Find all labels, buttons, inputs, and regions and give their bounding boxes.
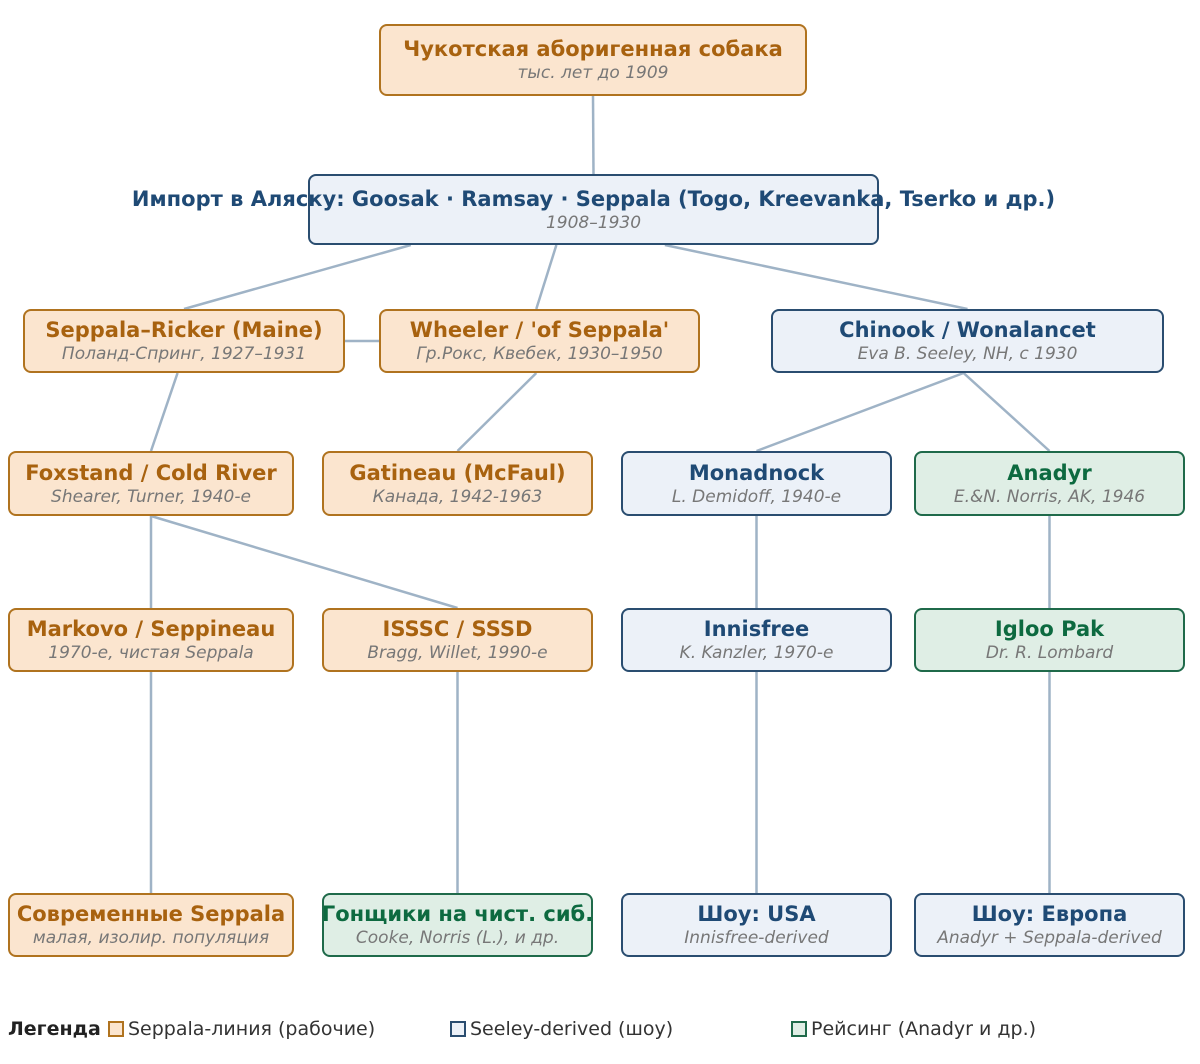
legend-label: Seeley-derived (шоу) [470, 1018, 674, 1040]
node-foxstand: Foxstand / Cold River Shearer, Turner, 1… [8, 451, 294, 516]
edge-wheeler-gatineau [456, 372, 538, 452]
legend-label: Seppala-линия (рабочие) [128, 1018, 376, 1040]
node-title: Foxstand / Cold River [25, 460, 277, 485]
legend-item-seeley: Seeley-derived (шоу) [450, 1016, 673, 1042]
node-subtitle: Shearer, Turner, 1940-е [51, 486, 251, 507]
node-subtitle: L. Demidoff, 1940-е [671, 486, 842, 507]
node-chukotka: Чукотская аборигенная собака тыс. лет до… [379, 24, 807, 96]
node-subtitle: 1970-е, чистая Seppala [48, 643, 254, 663]
node-subtitle: Innisfree-derived [684, 928, 829, 948]
edge-chinook-anadyr [962, 372, 1051, 452]
node-subtitle: Eva B. Seeley, NH, с 1930 [857, 344, 1078, 364]
edge-seppala_ricker-foxstand [149, 372, 179, 452]
node-show-europe: Шоу: Европа Anadyr + Seppala-derived [914, 893, 1185, 957]
node-show-usa: Шоу: USA Innisfree-derived [621, 893, 892, 957]
node-seppala-ricker: Seppala–Ricker (Maine) Поланд-Спринг, 19… [23, 309, 345, 373]
node-racers: Гонщики на чист. сиб. Cooke, Norris (L.)… [322, 893, 593, 957]
legend-label: Рейсинг (Anadyr и др.) [811, 1018, 1037, 1040]
node-subtitle: Канада, 1942-1963 [372, 486, 543, 507]
node-title: Markovo / Seppineau [26, 617, 276, 641]
node-igloo-pak: Igloo Pak Dr. R. Lombard [914, 608, 1185, 672]
node-anadyr: Anadyr E.&N. Norris, AK, 1946 [914, 451, 1185, 516]
node-title: Гонщики на чист. сиб. [321, 902, 594, 926]
node-chinook: Chinook / Wonalancet Eva B. Seeley, NH, … [771, 309, 1164, 373]
legend-title: Легенда [8, 1018, 101, 1040]
node-monadnock: Monadnock L. Demidoff, 1940-е [621, 451, 892, 516]
node-subtitle: 1908–1930 [545, 212, 642, 233]
legend-swatch-icon [791, 1021, 807, 1037]
node-subtitle: Bragg, Willet, 1990-е [367, 643, 548, 663]
node-subtitle: Anadyr + Seppala-derived [937, 928, 1162, 948]
legend: Легенда Seppala-линия (рабочие) Seeley-d… [8, 1016, 1188, 1042]
node-title: Импорт в Аляску: Goosak · Ramsay · Seppa… [131, 186, 1056, 211]
node-title: Wheeler / 'of Seppala' [409, 318, 670, 342]
edge-foxstand-isssc [150, 514, 458, 610]
node-subtitle: Dr. R. Lombard [985, 643, 1114, 663]
node-subtitle: Поланд-Спринг, 1927–1931 [61, 344, 307, 364]
edge-import-chinook [664, 243, 968, 311]
node-modern-seppala: Современные Seppala малая, изолир. попул… [8, 893, 294, 957]
node-title: Anadyr [1007, 460, 1092, 485]
node-import: Импорт в Аляску: Goosak · Ramsay · Seppa… [132, 174, 1055, 245]
legend-swatch-icon [108, 1021, 124, 1037]
edge-chinook-monadnock [756, 371, 965, 453]
node-subtitle: Гр.Рокс, Квебек, 1930–1950 [416, 344, 663, 364]
node-title: ISSSC / SSSD [382, 617, 533, 641]
legend-item-racing: Рейсинг (Anadyr и др.) [791, 1016, 1036, 1042]
edge-chukotka-import [591, 95, 595, 175]
node-subtitle: тыс. лет до 1909 [517, 63, 669, 83]
legend-item-seppala: Seppala-линия (рабочие) [108, 1016, 375, 1042]
legend-swatch-icon [450, 1021, 466, 1037]
node-innisfree: Innisfree K. Kanzler, 1970-е [621, 608, 892, 672]
node-subtitle: E.&N. Norris, AK, 1946 [953, 486, 1146, 507]
node-title: Gatineau (McFaul) [349, 460, 566, 485]
node-title: Seppala–Ricker (Maine) [45, 318, 323, 342]
node-title: Современные Seppala [16, 902, 286, 926]
node-wheeler: Wheeler / 'of Seppala' Гр.Рокс, Квебек, … [379, 309, 700, 373]
node-gatineau: Gatineau (McFaul) Канада, 1942-1963 [322, 451, 593, 516]
node-title: Чукотская аборигенная собака [403, 37, 783, 61]
node-markovo: Markovo / Seppineau 1970-е, чистая Seppa… [8, 608, 294, 672]
node-subtitle: K. Kanzler, 1970-е [679, 643, 834, 663]
node-title: Monadnock [688, 460, 825, 485]
node-title: Шоу: Европа [971, 902, 1128, 926]
node-title: Innisfree [703, 617, 810, 641]
node-title: Chinook / Wonalancet [839, 318, 1096, 342]
node-title: Шоу: USA [697, 902, 816, 926]
node-subtitle: малая, изолир. популяция [32, 928, 270, 948]
node-subtitle: Cooke, Norris (L.), и др. [355, 928, 560, 948]
node-title: Igloo Pak [994, 617, 1105, 641]
edge-import-seppala_ricker [183, 243, 412, 311]
node-isssc: ISSSC / SSSD Bragg, Willet, 1990-е [322, 608, 593, 672]
edge-import-wheeler [535, 244, 558, 310]
